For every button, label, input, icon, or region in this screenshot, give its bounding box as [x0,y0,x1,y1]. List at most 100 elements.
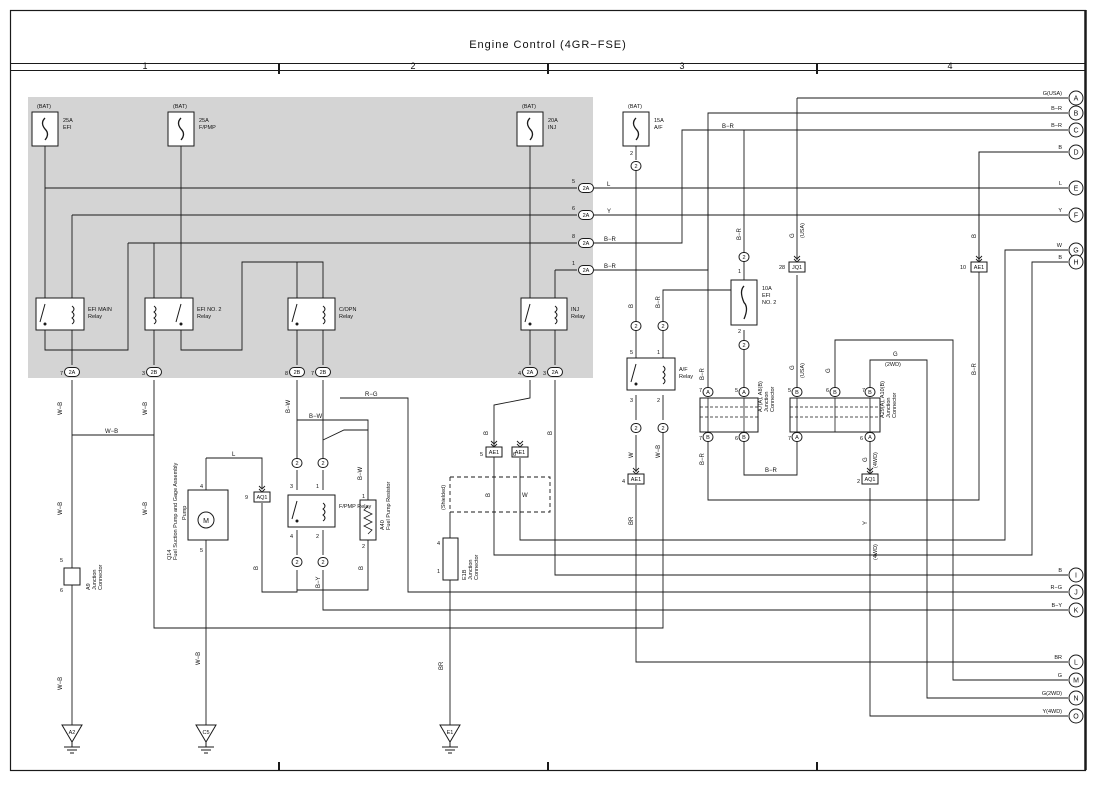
chevron-icon [490,440,498,448]
connector-box: AE1 [627,467,645,485]
pin-7jc2: 7 [862,388,865,394]
chevron-icon [975,255,983,263]
terminals: AG(USA)BB−RCB−RDBELFYGWHBIBJR−GKB−YLBRMG… [1042,90,1084,724]
connector-pill: 2 [291,557,303,567]
terminal-letter: L [1074,660,1078,667]
connector-label: 2 [295,560,298,566]
wire-label-br2: B−R [604,264,617,270]
connector-pill: 2 [657,321,669,331]
wire-label-2wd: (2WD) [885,362,901,368]
connector-box-label: JQ1 [792,265,802,271]
connector-box-label: AE1 [515,450,525,456]
wire-label-b1: B [254,566,260,570]
relay-sub: Relay [679,374,693,380]
ground-icon [439,724,461,743]
fuse-name: A/F [654,125,663,131]
pin-1: 1 [572,261,575,267]
wire-label-wb2: W−B [58,502,64,515]
pin-4pump: 4 [200,484,203,490]
connector-box: AE1 [511,440,529,458]
terminal-wire-label: B−Y [1051,603,1062,609]
connector-pill: 2A [578,183,594,193]
terminal-letter: B [1074,111,1079,118]
pin-1fp: 1 [316,484,319,490]
ground-a2: A2 [61,724,83,754]
connector-box-label: AE1 [489,450,499,456]
switch-icon [175,303,182,323]
terminal-wire-label: B−R [1051,106,1062,112]
a9-junction-connector: A9 Junction Connector [63,564,104,590]
wire-label-4wd1: (4WD) [873,452,879,468]
connector-box-label: AQ1 [256,495,267,501]
pin-1af: 1 [657,350,660,356]
switch-icon [630,363,637,383]
relay-block-shade [28,97,593,378]
a9-code: A9 [86,583,92,590]
terminal-wire-label: G [1058,673,1062,679]
wire-label-br11: B−R [972,362,978,375]
wire-label-wb4: W−B [105,429,118,435]
pin-5ae: 5 [480,452,483,458]
connector-pill: 2A [578,238,594,248]
jc1-name: Junction [764,392,770,413]
e1b-name2: Connector [474,554,480,580]
connector-pill: 2 [738,252,750,262]
pin-1r: 1 [362,494,365,500]
connector-pill: 2 [738,340,750,350]
connector-pill: 2A [547,367,563,377]
terminal-letter: N [1073,696,1078,703]
terminal-a: AG(USA) [1043,90,1084,106]
pin-6a9: 6 [60,588,63,594]
relay-name: EFI NO. 2 [197,307,221,313]
coil-icon [322,305,326,325]
wire-label-bw2: B−W [309,414,323,420]
connector-pill: 2 [657,423,669,433]
connector-pill: 2 [317,458,329,468]
ground-label: C5 [202,730,209,736]
connector-label: A [795,435,799,441]
connector-label: 2 [634,324,637,330]
connector-pill: 2B [146,367,162,377]
motor-icon [197,511,215,529]
pin-7jc1b: 7 [699,436,702,442]
wire-label-g1: G [790,233,796,238]
wires [44,97,1068,725]
wire-label-w2: W [629,452,635,458]
terminal-letter: G [1073,248,1078,255]
pump-label: Pump [182,506,188,520]
connector-pill: 2A [578,210,594,220]
connector-label: 2A [552,370,559,376]
terminal-letter: O [1073,714,1079,721]
terminal-letter: H [1073,260,1078,267]
terminal-wire-label: R−G [1051,585,1062,591]
wire-label-b4: B [548,431,554,435]
pin-3a: 3 [142,371,145,377]
terminal-wire-label: Y(4WD) [1042,709,1062,715]
terminal-j: JR−G [1051,584,1084,600]
ground-label: A2 [69,730,76,736]
wire-label-wb8: W−B [656,445,662,458]
wire-label-br3: B−R [722,124,735,130]
jc2-name: Junction [886,398,892,419]
chevron-icon [516,440,524,448]
connector-pill: A [702,387,714,397]
connector-pill: 2 [291,458,303,468]
wire-labels: L Y B−R B−R B−R W−B W−B W−B W−B W−B W−B … [58,124,978,690]
jc1-name2: Connector [770,386,776,412]
fuse-icon [526,117,534,141]
switch-icon [291,303,298,323]
terminal-letter: M [1073,678,1079,685]
fuel-pump-resistor: A40 Fuel Pump Resistor [359,482,392,541]
pin-2r: 2 [362,544,365,550]
pin-9: 9 [245,495,248,501]
connector-box: AQ1 [861,467,879,485]
pin-4ae: 4 [622,479,625,485]
wire-label-b5: B [486,493,492,497]
connector-box-label: AE1 [974,265,984,271]
pin-5jc1: 5 [735,388,738,394]
